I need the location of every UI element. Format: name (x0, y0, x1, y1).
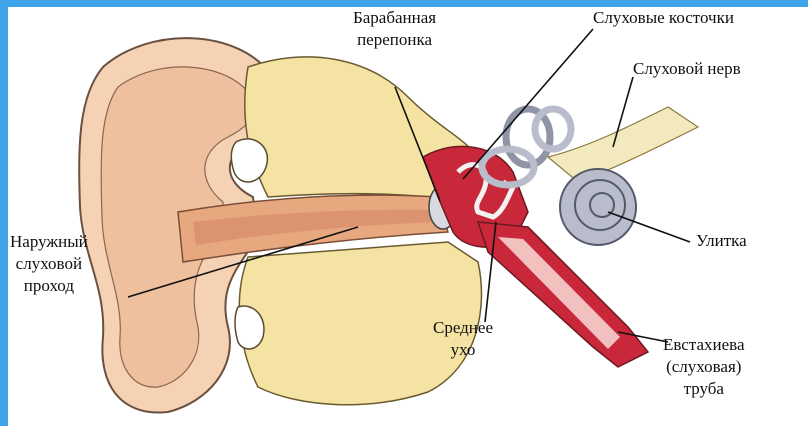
label-cochlea: Улитка (696, 230, 747, 252)
label-eardrum-line2: перепонка (353, 29, 436, 51)
ear-diagram: Барабанная перепонка Слуховые косточки С… (8, 7, 808, 426)
label-eardrum-line1: Барабанная (353, 7, 436, 29)
label-ossicles: Слуховые косточки (593, 7, 734, 29)
label-auditory-nerve: Слуховой нерв (633, 58, 741, 80)
eustachian-tube-inner (498, 237, 620, 349)
label-middle-line1: Среднее (433, 317, 493, 339)
label-middle-ear: Среднее ухо (433, 317, 493, 361)
label-tube-line3: труба (663, 378, 745, 400)
label-canal-line1: Наружный (10, 231, 88, 253)
label-canal-line2: слуховой (10, 253, 88, 275)
label-middle-line2: ухо (433, 339, 493, 361)
label-tube-line1: Евстахиева (663, 334, 745, 356)
label-tube-line2: (слуховая) (663, 356, 745, 378)
label-eustachian-tube: Евстахиева (слуховая) труба (663, 334, 745, 400)
label-eardrum: Барабанная перепонка (353, 7, 436, 51)
label-ear-canal: Наружный слуховой проход (10, 231, 88, 297)
bone-hole (231, 139, 267, 182)
label-canal-line3: проход (10, 275, 88, 297)
